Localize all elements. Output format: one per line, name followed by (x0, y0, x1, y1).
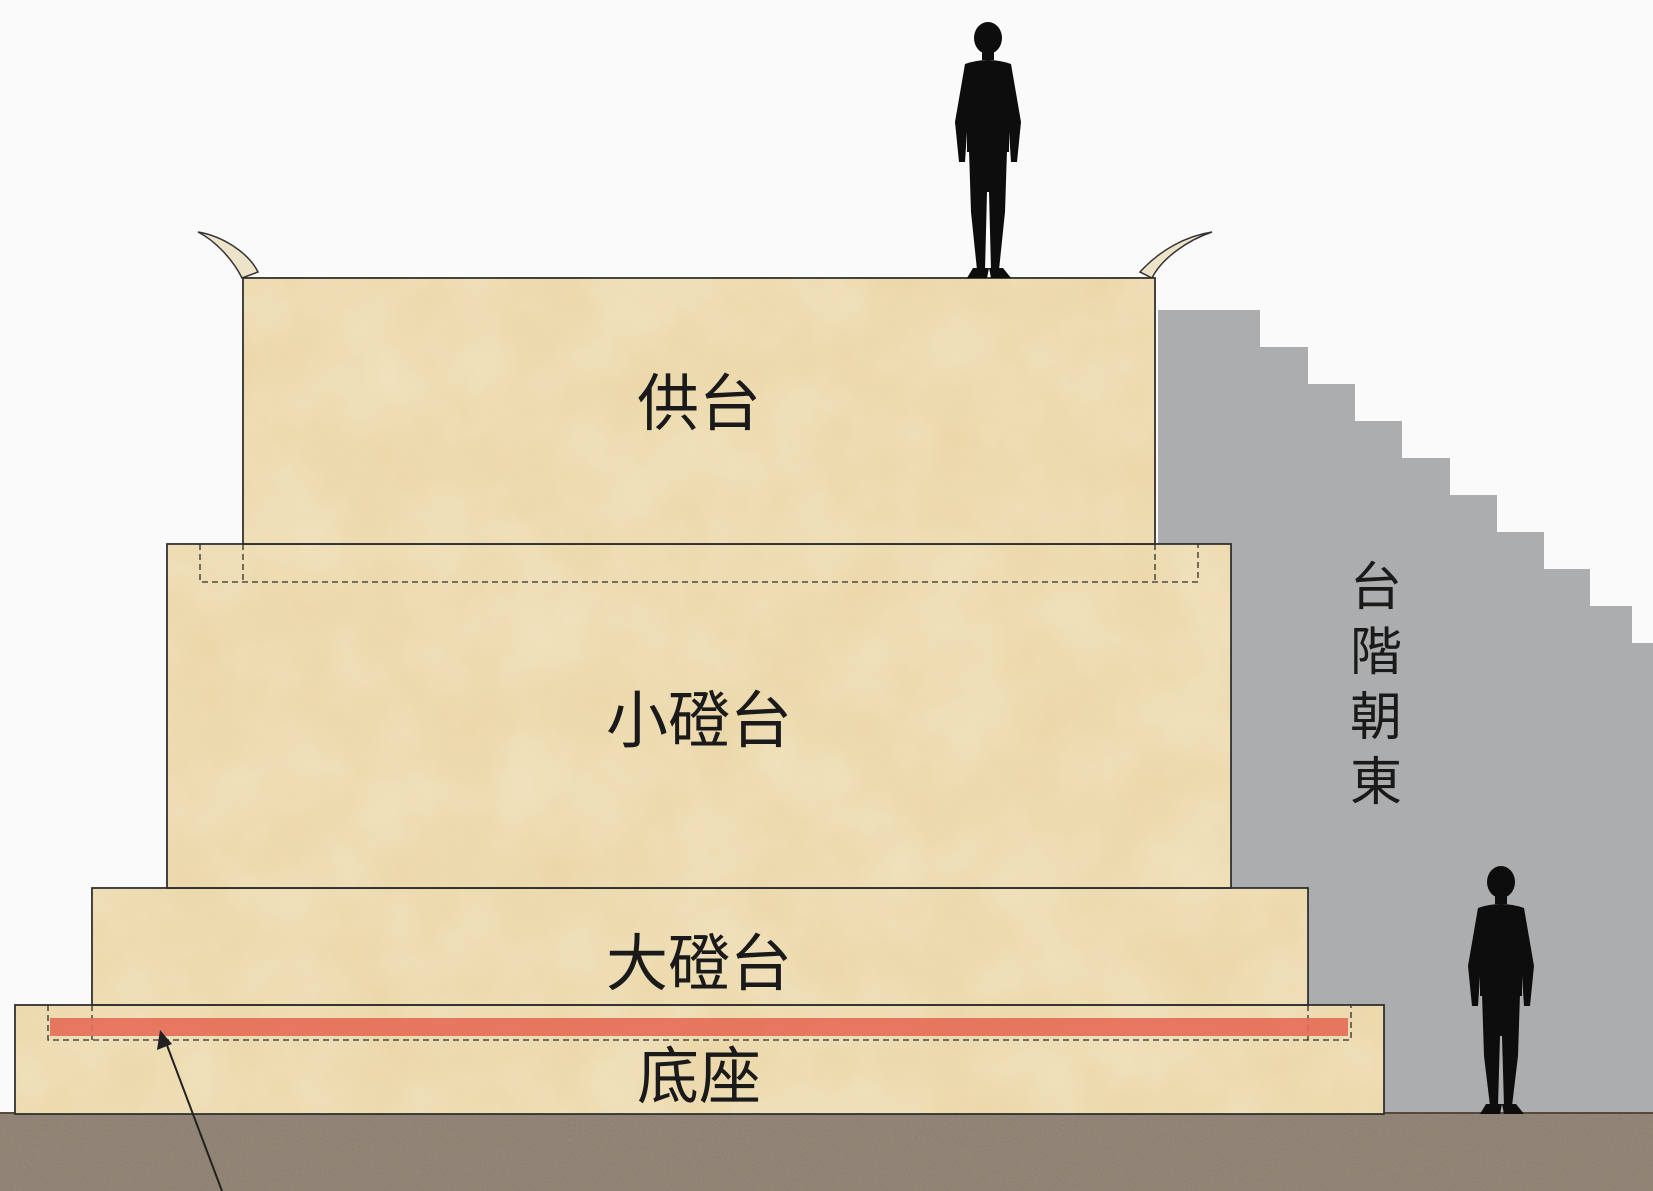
stairs-label-char: 階 (1350, 623, 1402, 683)
red-layer-strip (50, 1018, 1348, 1036)
right-horn-ornament (1138, 231, 1213, 280)
ground (0, 1112, 1653, 1191)
stairs-label-char: 東 (1350, 753, 1402, 813)
label-offering-platform: 供台 (637, 367, 761, 440)
small-terrace-tier (166, 543, 1232, 889)
tier-outlines (14, 277, 1385, 1115)
hidden-foundation-lines (47, 544, 1352, 1041)
stairs-label-char: 朝 (1350, 688, 1402, 748)
offering-platform-tier (242, 277, 1156, 545)
person-ground-icon (1468, 866, 1534, 1114)
label-large-terrace: 大磴台 (606, 927, 792, 1000)
left-horn-ornament (197, 231, 260, 279)
stairs-label-char: 台 (1350, 558, 1402, 618)
person-top-icon (955, 22, 1021, 278)
pointer-arrow (157, 1030, 223, 1191)
label-small-terrace: 小磴台 (606, 684, 792, 757)
label-base: 底座 (637, 1040, 761, 1113)
stairs-label: 台 階 朝 東 (1350, 558, 1402, 813)
